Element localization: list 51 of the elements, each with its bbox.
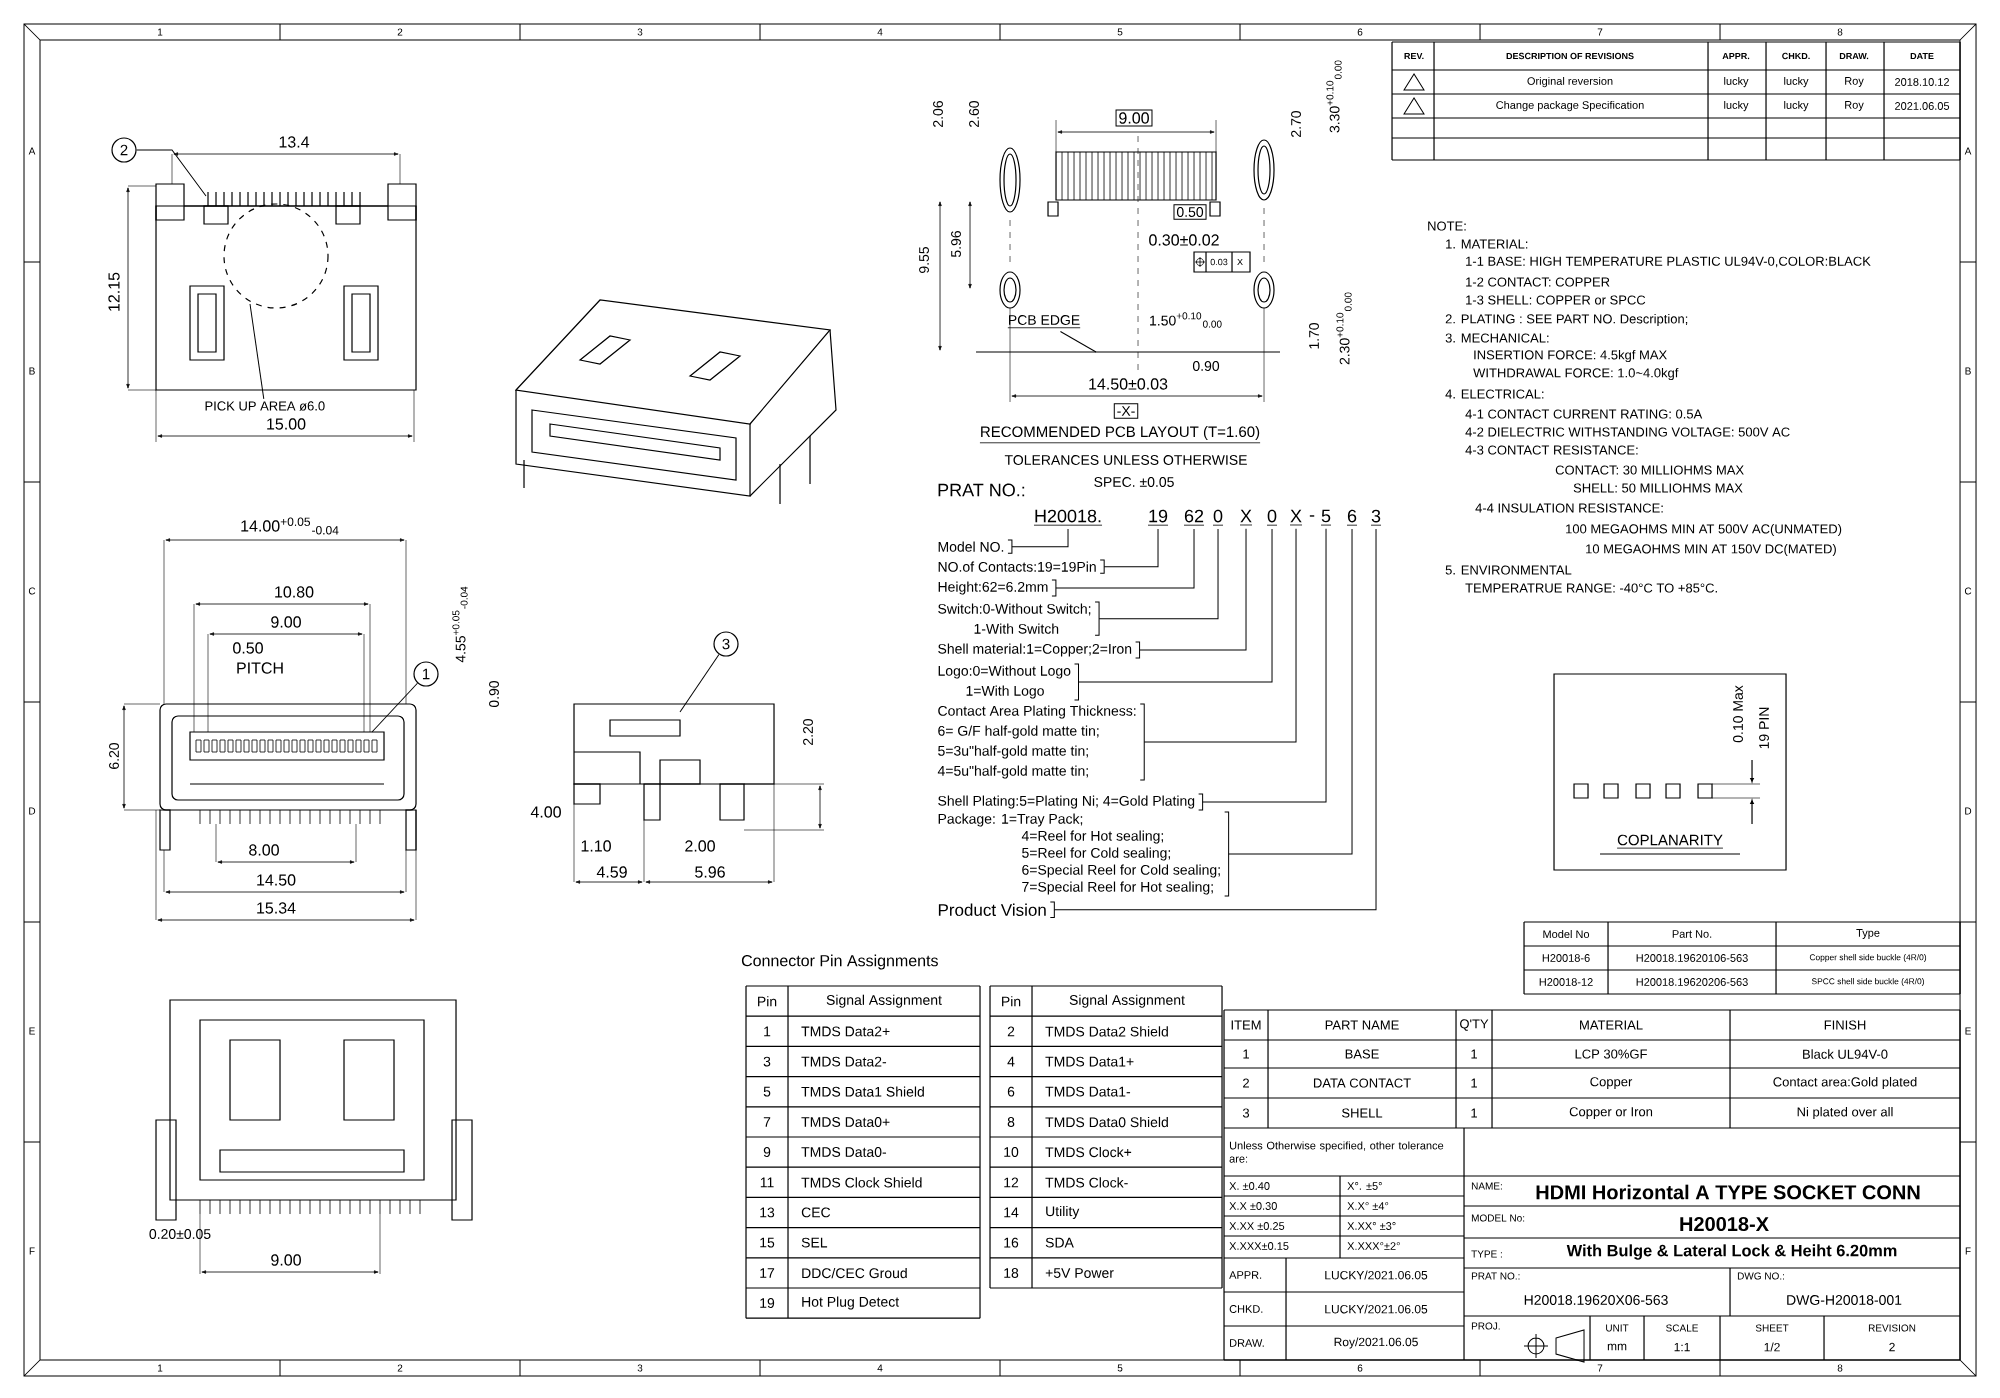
dimension-text: 14.50: [257, 874, 296, 886]
type-description: With Bulge & Lateral Lock & Heiht 6.20mm: [1566, 1244, 1897, 1260]
dimension-text: 0.50: [233, 642, 263, 654]
part-code-description: Product Vision: [938, 901, 1055, 918]
dimension-text: 15.34: [257, 902, 296, 914]
connector-line: [1055, 528, 1195, 589]
connector-line: [1103, 528, 1159, 568]
dimension-text: 0.30±0.02: [1149, 234, 1219, 246]
part-code-digit: 62: [1183, 509, 1205, 526]
connector-line: [1078, 528, 1273, 683]
connector-line: [1202, 528, 1327, 803]
connector-line: [1053, 528, 1377, 911]
leader-line: [136, 149, 207, 197]
dimension-text: 5.96: [695, 866, 725, 878]
part-code-digit: H20018.: [1033, 509, 1103, 526]
leader-line: [249, 303, 265, 400]
part-code-digit: 0: [1266, 509, 1278, 526]
part-code-digit: X: [1289, 509, 1303, 526]
part-code-digit: 3: [1370, 509, 1382, 526]
part-code-digit: 5: [1320, 509, 1332, 526]
dimension-text: 12.15: [108, 272, 120, 311]
drawing-title: HDMI Horizontal A TYPE SOCKET CONN: [1536, 1184, 1920, 1200]
dimension-text: 14.50±0.03: [1089, 378, 1168, 390]
table-title: Connector Pin Assignments: [741, 954, 938, 970]
connector-line: [1139, 528, 1247, 651]
part-code-digit: X: [1239, 509, 1253, 526]
part-code-digit: 19: [1147, 509, 1169, 526]
dimension-text: 2.00: [685, 840, 715, 852]
connector-line: [1011, 528, 1069, 548]
dimension-text: 8.00: [249, 844, 279, 856]
dimension-text: 4.00: [530, 806, 561, 818]
connector-line: [1143, 528, 1297, 743]
part-code-digit: 0: [1212, 509, 1224, 526]
dimension-text: PITCH: [237, 662, 283, 674]
dimension-text: 9.00: [1115, 109, 1153, 127]
dimension-text: 4.59: [596, 866, 627, 878]
dimension-text: 9.00: [271, 1254, 301, 1266]
part-code-dash: -: [1309, 515, 1315, 517]
dimension-text: 10.80: [275, 586, 314, 598]
connector-line: [1228, 528, 1353, 855]
leader-line: [679, 653, 720, 713]
connector-line: [1098, 528, 1219, 620]
part-code-digit: 6: [1346, 509, 1358, 526]
model-number: H20018-X: [1680, 1216, 1769, 1232]
leader-line: [371, 682, 418, 733]
dimension-text: 13.4: [279, 136, 310, 148]
dimension-text: 1.10: [581, 840, 611, 852]
dimension-text: 9.00: [271, 616, 301, 628]
leader-line: [1059, 330, 1097, 353]
part-number-heading: PRAT NO.:: [938, 483, 1025, 497]
dimension-text: 15.00: [267, 418, 306, 430]
